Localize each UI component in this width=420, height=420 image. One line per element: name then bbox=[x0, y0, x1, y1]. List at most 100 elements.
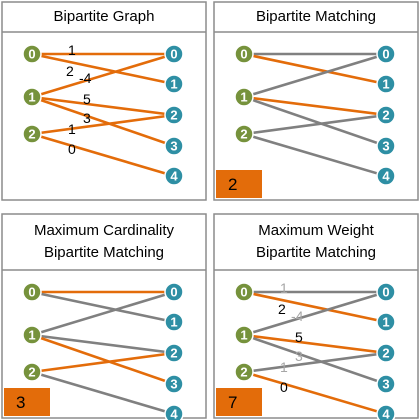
panel-title: Maximum Cardinality bbox=[34, 222, 175, 239]
node-label: 1 bbox=[28, 90, 35, 105]
node-label: 0 bbox=[240, 47, 247, 62]
edge-weight-label: 2 bbox=[66, 63, 74, 79]
node-label: 3 bbox=[170, 377, 177, 392]
edge-2-4 bbox=[31, 370, 175, 416]
right-node-0: 0 bbox=[164, 44, 184, 64]
selected-edge-2-4 bbox=[31, 132, 175, 178]
selected-edge-0-1 bbox=[243, 290, 387, 324]
edge-weight-label: 2 bbox=[278, 301, 286, 317]
right-node-2: 2 bbox=[164, 343, 184, 363]
left-node-2: 2 bbox=[22, 362, 42, 382]
node-label: 2 bbox=[170, 108, 177, 123]
node-label: 4 bbox=[170, 169, 178, 184]
right-node-3: 3 bbox=[164, 136, 184, 156]
right-node-4: 4 bbox=[376, 404, 396, 420]
node-label: 1 bbox=[170, 77, 177, 92]
node-label: 0 bbox=[382, 47, 389, 62]
selected-edge-1-0 bbox=[31, 52, 175, 99]
edge-0-1 bbox=[31, 290, 175, 324]
right-node-2: 2 bbox=[376, 105, 396, 125]
left-node-1: 1 bbox=[22, 325, 42, 345]
right-node-4: 4 bbox=[164, 166, 184, 186]
edge-weight-label: -4 bbox=[291, 308, 304, 324]
node-label: 2 bbox=[382, 108, 389, 123]
right-node-4: 4 bbox=[164, 404, 184, 420]
left-node-2: 2 bbox=[234, 362, 254, 382]
selected-edge-1-2 bbox=[243, 95, 387, 117]
node-label: 1 bbox=[240, 328, 247, 343]
left-node-1: 1 bbox=[234, 325, 254, 345]
node-label: 0 bbox=[382, 285, 389, 300]
node-label: 2 bbox=[240, 365, 247, 380]
edge-1-3 bbox=[243, 95, 387, 148]
selected-edge-0-1 bbox=[31, 52, 175, 86]
selected-edge-2-2 bbox=[31, 351, 175, 374]
right-node-1: 1 bbox=[164, 312, 184, 332]
edge-weight-label: 5 bbox=[83, 91, 91, 107]
selected-edge-1-3 bbox=[31, 333, 175, 386]
left-node-2: 2 bbox=[22, 124, 42, 144]
selected-edge-0-1 bbox=[243, 52, 387, 86]
panel-title: Bipartite Matching bbox=[44, 244, 164, 261]
left-node-2: 2 bbox=[234, 124, 254, 144]
node-label: 0 bbox=[28, 285, 35, 300]
node-label: 1 bbox=[240, 90, 247, 105]
selected-edge-1-2 bbox=[31, 95, 175, 117]
right-node-2: 2 bbox=[164, 105, 184, 125]
right-node-4: 4 bbox=[376, 166, 396, 186]
matching-size-value: 2 bbox=[228, 175, 237, 194]
edge-weight-label: 3 bbox=[83, 110, 91, 126]
right-node-0: 0 bbox=[376, 282, 396, 302]
node-label: 1 bbox=[28, 328, 35, 343]
selected-edge-2-2 bbox=[31, 113, 175, 136]
edge-1-0 bbox=[243, 290, 387, 337]
edge-weight-label: 1 bbox=[68, 42, 76, 58]
edge-weight-label: 5 bbox=[295, 329, 303, 345]
edge-weight-label: 1 bbox=[280, 359, 288, 375]
selected-edge-2-4 bbox=[243, 370, 387, 416]
right-node-0: 0 bbox=[376, 44, 396, 64]
edge-2-4 bbox=[243, 132, 387, 178]
node-label: 4 bbox=[170, 407, 178, 420]
matching-size-value: 3 bbox=[16, 393, 25, 412]
left-node-0: 0 bbox=[22, 282, 42, 302]
node-label: 3 bbox=[170, 139, 177, 154]
right-node-3: 3 bbox=[164, 374, 184, 394]
node-label: 2 bbox=[382, 346, 389, 361]
edge-weight-label: -4 bbox=[79, 70, 92, 86]
left-node-0: 0 bbox=[234, 44, 254, 64]
right-node-0: 0 bbox=[164, 282, 184, 302]
matching-size-badge: 3 bbox=[4, 388, 50, 416]
panel-title: Bipartite Matching bbox=[256, 244, 376, 261]
selected-edge-1-2 bbox=[243, 333, 387, 355]
edge-weight-label: 1 bbox=[280, 280, 288, 296]
left-node-1: 1 bbox=[22, 87, 42, 107]
node-label: 4 bbox=[382, 169, 390, 184]
node-label: 2 bbox=[28, 365, 35, 380]
matching-size-badge: 7 bbox=[216, 388, 262, 416]
matching-size-value: 7 bbox=[228, 393, 237, 412]
node-label: 0 bbox=[170, 47, 177, 62]
left-node-0: 0 bbox=[234, 282, 254, 302]
left-node-1: 1 bbox=[234, 87, 254, 107]
node-label: 2 bbox=[170, 346, 177, 361]
edge-weight-label: 1 bbox=[68, 121, 76, 137]
node-label: 1 bbox=[382, 315, 389, 330]
node-label: 3 bbox=[382, 139, 389, 154]
edge-1-0 bbox=[243, 52, 387, 99]
panel-title: Bipartite Graph bbox=[54, 8, 155, 25]
right-node-1: 1 bbox=[376, 312, 396, 332]
edge-weight-label: 0 bbox=[68, 141, 76, 157]
left-node-0: 0 bbox=[22, 44, 42, 64]
right-node-3: 3 bbox=[376, 136, 396, 156]
node-label: 1 bbox=[170, 315, 177, 330]
node-label: 4 bbox=[382, 407, 390, 420]
node-label: 0 bbox=[170, 285, 177, 300]
edge-1-2 bbox=[31, 333, 175, 355]
right-node-2: 2 bbox=[376, 343, 396, 363]
node-label: 0 bbox=[28, 47, 35, 62]
